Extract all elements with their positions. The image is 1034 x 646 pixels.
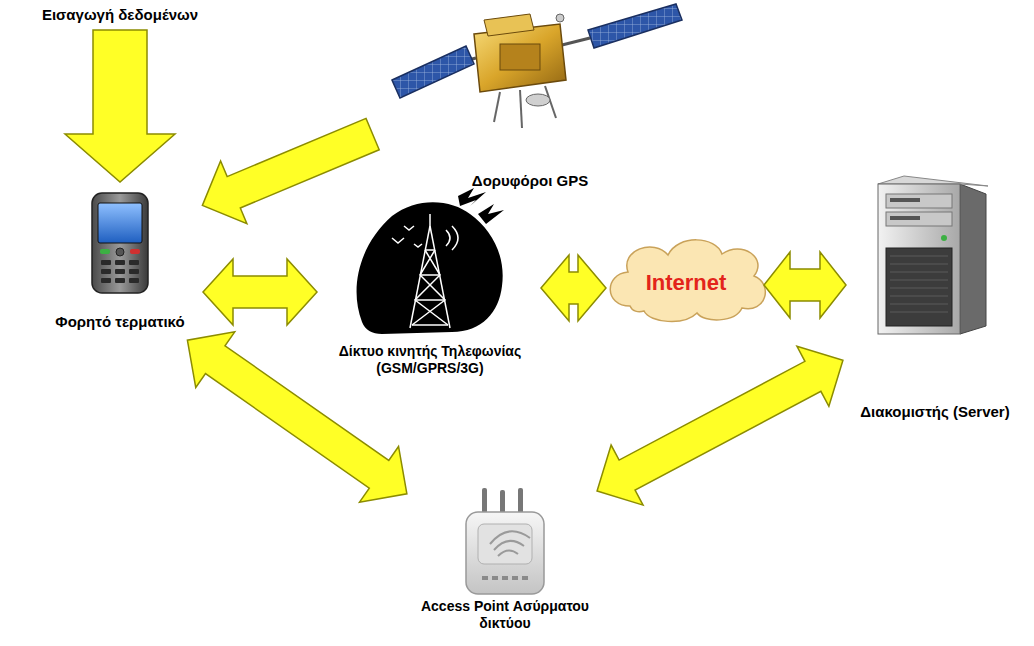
handheld-terminal: Φορητό τερματικό <box>45 188 195 331</box>
gps-satellites: Δορυφόροι GPS <box>380 0 680 190</box>
block-arrow <box>203 259 317 325</box>
block-arrow <box>202 118 379 223</box>
mobile-network: Δίκτυο κινητής Τηλεφωνίας (GSM/GPRS/3G) <box>325 190 535 377</box>
node-caption: Φορητό τερματικό <box>45 313 195 331</box>
input-label: Εισαγωγή δεδομένων <box>10 6 230 24</box>
node-caption: Internet <box>646 270 727 296</box>
node-caption: Δορυφόροι GPS <box>380 172 680 190</box>
satellite-icon <box>392 4 682 128</box>
node-caption: Access Point Ασύρματου δικτύου <box>420 598 590 632</box>
mobile-network-icon <box>357 188 504 334</box>
block-arrow <box>541 255 606 321</box>
access-point-icon <box>466 488 544 594</box>
handheld-icon <box>92 193 148 293</box>
node-caption: Δίκτυο κινητής Τηλεφωνίας (GSM/GPRS/3G) <box>325 343 535 377</box>
node-caption: Εισαγωγή δεδομένων <box>10 6 230 24</box>
internet-cloud-node: Internet <box>612 243 760 323</box>
internet-cloud <box>610 240 765 322</box>
server-node: Διακομιστής (Server) <box>850 175 1020 421</box>
node-caption: Διακομιστής (Server) <box>850 403 1020 421</box>
block-arrow <box>597 346 843 505</box>
block-arrow <box>764 252 846 318</box>
block-arrow <box>65 30 175 182</box>
access-point-node: Access Point Ασύρματου δικτύου <box>420 480 590 632</box>
server-icon <box>878 176 988 334</box>
